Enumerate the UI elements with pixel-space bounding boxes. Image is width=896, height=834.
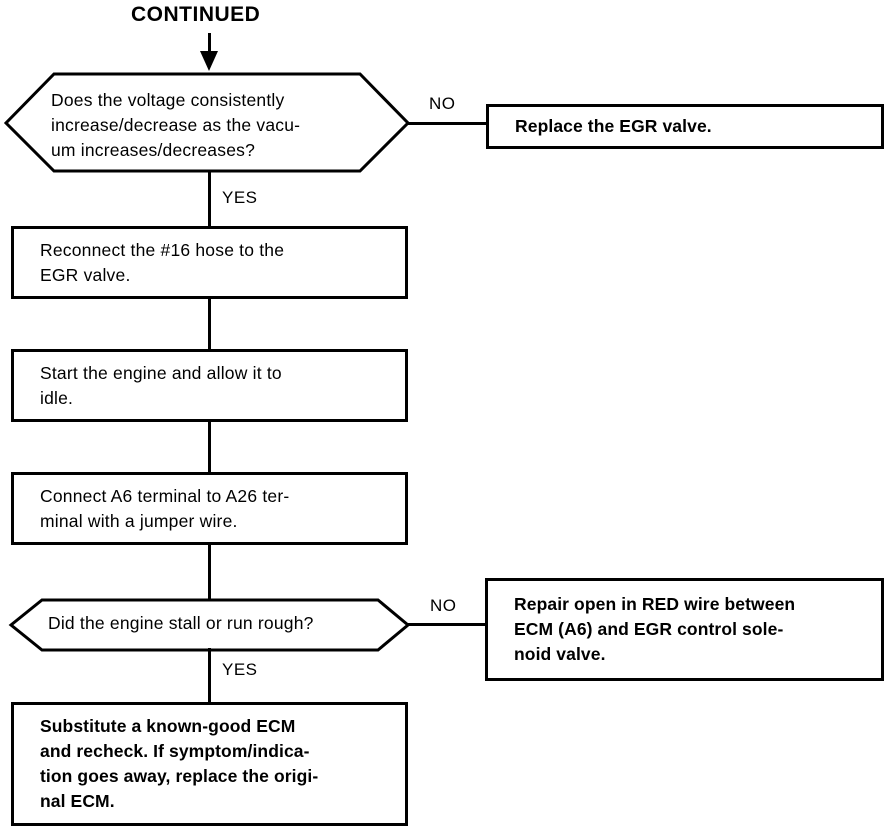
connector-step3-q2 — [208, 544, 211, 601]
connector-q2-no — [406, 623, 486, 626]
branch-label-q1-yes: YES — [222, 188, 258, 207]
decision-voltage-consistent[interactable]: Does the voltage consistently increase/d… — [2, 72, 412, 174]
entry-arrow-shaft — [208, 33, 211, 53]
action-substitute-ecm[interactable]: Substitute a known-good ECM and recheck.… — [11, 702, 408, 826]
step-connect-jumper-label: Connect A6 terminal to A26 ter- minal wi… — [40, 485, 290, 531]
step-start-engine[interactable]: Start the engine and allow it to idle. — [11, 349, 408, 422]
action-replace-egr-valve[interactable]: Replace the EGR valve. — [486, 104, 884, 149]
connector-step2-step3 — [208, 421, 211, 473]
branch-label-q2-no: NO — [430, 596, 457, 615]
action-replace-egr-valve-label: Replace the EGR valve. — [515, 116, 712, 137]
step-start-engine-label: Start the engine and allow it to idle. — [40, 362, 282, 408]
step-reconnect-hose[interactable]: Reconnect the #16 hose to the EGR valve. — [11, 226, 408, 299]
decision-engine-stall[interactable]: Did the engine stall or run rough? — [8, 598, 412, 652]
step-reconnect-hose-label: Reconnect the #16 hose to the EGR valve. — [40, 239, 285, 285]
entry-arrow-head-icon — [200, 51, 218, 71]
action-repair-red-wire[interactable]: Repair open in RED wire between ECM (A6)… — [485, 578, 884, 681]
step-connect-jumper[interactable]: Connect A6 terminal to A26 ter- minal wi… — [11, 472, 408, 545]
decision-hexagon-shape — [3, 72, 411, 173]
connector-step1-step2 — [208, 298, 211, 350]
decision-voltage-consistent-label: Does the voltage consistently increase/d… — [51, 90, 301, 160]
action-repair-red-wire-label: Repair open in RED wire between ECM (A6)… — [514, 594, 796, 664]
connector-q1-yes — [208, 170, 211, 228]
branch-label-q1-no: NO — [429, 94, 456, 113]
entry-label-continued: CONTINUED — [131, 3, 261, 26]
decision-engine-stall-label: Did the engine stall or run rough? — [48, 613, 314, 633]
connector-q2-yes — [208, 648, 211, 704]
decision-hexagon-shape-2 — [8, 598, 411, 652]
connector-q1-no — [406, 122, 488, 125]
action-substitute-ecm-label: Substitute a known-good ECM and recheck.… — [40, 716, 319, 811]
branch-label-q2-yes: YES — [222, 660, 258, 679]
